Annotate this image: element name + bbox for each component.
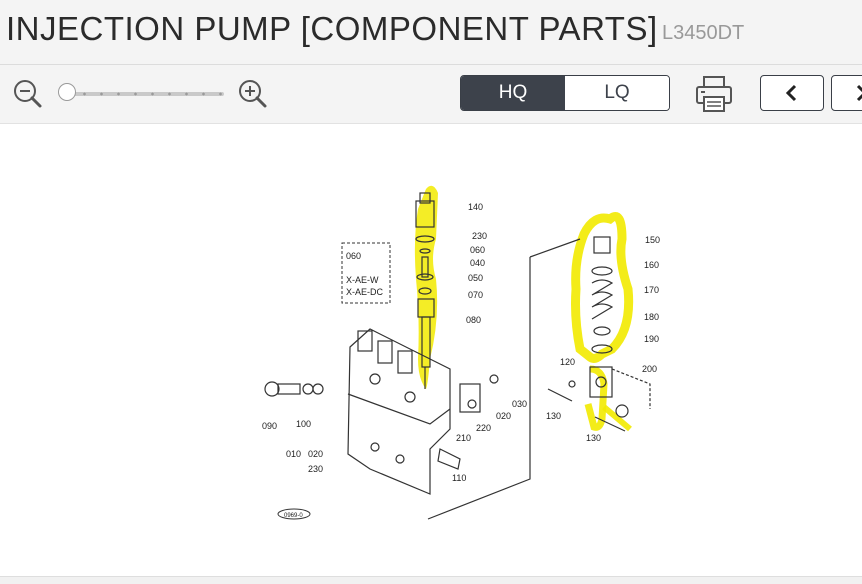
- callout-label: 030: [512, 399, 527, 409]
- callout-label: 040: [470, 258, 485, 268]
- callout-label: 090: [262, 421, 277, 431]
- callout-label: 150: [645, 235, 660, 245]
- model-code: L3450DT: [662, 22, 745, 44]
- quality-toggle: HQ LQ: [460, 75, 670, 111]
- callout-label: 170: [644, 285, 659, 295]
- inset-label: X-AE-W: [346, 275, 379, 285]
- callout-label: 050: [468, 273, 483, 283]
- left-stack: [415, 192, 435, 389]
- bottom-bar: [0, 576, 862, 584]
- zoom-slider-thumb[interactable]: [58, 83, 76, 101]
- highlight-right: [571, 212, 634, 363]
- toolbar: HQ LQ: [0, 65, 862, 124]
- stamp-label: 0969-0: [284, 513, 303, 519]
- lq-button[interactable]: LQ: [565, 76, 669, 110]
- callout-label: 190: [644, 334, 659, 344]
- callout-label: 120: [560, 357, 575, 367]
- page-title: INJECTION PUMP [COMPONENT PARTS]: [6, 10, 658, 47]
- callout-label: 210: [456, 433, 471, 443]
- callout-label: 130: [546, 411, 561, 421]
- callout-label: 140: [468, 202, 483, 212]
- callout-label: 010: [286, 449, 301, 459]
- callout-label: 060: [470, 245, 485, 255]
- callout-label: 020: [496, 411, 511, 421]
- highlight-bar: [602, 404, 632, 432]
- callout-label: 100: [296, 419, 311, 429]
- callout-label: 160: [644, 260, 659, 270]
- callout-label: 220: [476, 423, 491, 433]
- print-button[interactable]: [694, 75, 734, 113]
- callout-label: 020: [308, 449, 323, 459]
- zoom-slider-track[interactable]: [68, 92, 224, 96]
- zoom-in-button[interactable]: [238, 79, 268, 109]
- printer-icon: [696, 76, 732, 112]
- zoom-in-icon: [239, 80, 267, 108]
- diagram-viewer[interactable]: 140 230 060 040 050 070 080 150 160 170 …: [0, 124, 862, 576]
- header: INJECTION PUMP [COMPONENT PARTS] L3450DT: [0, 0, 862, 65]
- hq-button[interactable]: HQ: [461, 76, 565, 110]
- callout-label: 230: [308, 464, 323, 474]
- parts-diagram: 140 230 060 040 050 070 080 150 160 170 …: [262, 185, 660, 520]
- previous-page-button[interactable]: [760, 75, 824, 111]
- highlight-right-lower: [584, 365, 608, 431]
- callout-label: 200: [642, 364, 657, 374]
- inset-box: [341, 242, 391, 304]
- chevron-left-icon: [785, 84, 797, 102]
- inset-label: X-AE-DC: [346, 287, 384, 297]
- zoom-out-icon: [14, 80, 42, 108]
- callout-label: 180: [644, 312, 659, 322]
- callout-label: 130: [586, 433, 601, 443]
- pump-body: [264, 328, 499, 495]
- right-stack: [427, 236, 651, 520]
- callout-label: 070: [468, 290, 483, 300]
- callout-label: 230: [472, 231, 487, 241]
- zoom-out-button[interactable]: [13, 79, 43, 109]
- next-page-button[interactable]: [831, 75, 862, 111]
- chevron-right-icon: [856, 84, 862, 102]
- callout-label: 080: [466, 315, 481, 325]
- callout-label: 110: [452, 473, 466, 483]
- zoom-slider-dots: [68, 92, 224, 96]
- stamp-oval: [277, 508, 311, 520]
- callout-labels: 140 230 060 040 050 070 080 150 160 170 …: [262, 202, 660, 519]
- inset-label: 060: [346, 251, 361, 261]
